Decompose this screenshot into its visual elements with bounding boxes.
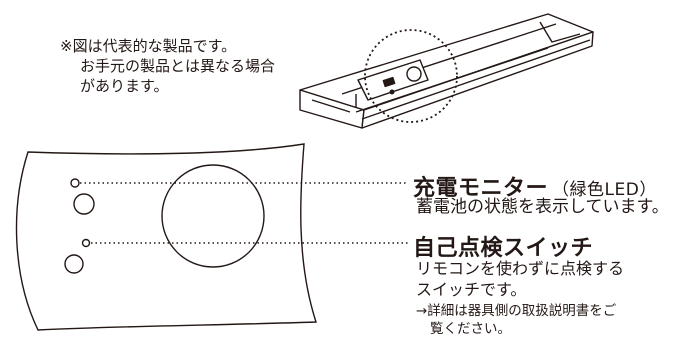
self-check-detail-line-2: 覧ください。 xyxy=(430,321,511,337)
note-line-2: お手元の製品とは異なる場合 xyxy=(80,57,276,75)
fixture-sketch xyxy=(299,13,594,129)
charge-monitor-title: 充電モニター xyxy=(413,176,549,201)
self-check-detail-line-1: →詳細は器具側の取扱説明書をご xyxy=(416,303,617,319)
charge-monitor-color-note: （緑色LED） xyxy=(552,180,657,200)
note-line-3: があります。 xyxy=(80,77,169,95)
monitor-led-ring xyxy=(73,193,95,215)
self-check-description-line-2: スイッチです。 xyxy=(416,280,527,299)
zoom-circle xyxy=(364,29,458,123)
switch-dot xyxy=(81,238,91,248)
self-check-detail-note: →詳細は器具側の取扱説明書をご 覧ください。 xyxy=(416,302,616,338)
representative-product-note: ※図は代表的な製品です。 お手元の製品とは異なる場合 があります。 xyxy=(60,36,275,96)
self-check-description-line-1: リモコンを使わずに点検する xyxy=(416,259,625,278)
note-line-1: ※図は代表的な製品です。 xyxy=(60,37,237,55)
charge-monitor-heading: 充電モニター（緑色LED） xyxy=(413,170,657,202)
self-check-title: 自己点検スイッチ xyxy=(413,236,594,261)
charge-monitor-description: 蓄電池の状態を表示しています。 xyxy=(416,197,669,217)
fixture-monitor-led xyxy=(406,66,422,82)
self-check-description: リモコンを使わずに点検する スイッチです。 xyxy=(416,258,624,300)
panel-lens xyxy=(161,164,265,268)
fixture-switch xyxy=(382,76,396,88)
switch-button xyxy=(64,254,84,274)
monitor-led-small xyxy=(70,178,80,188)
enlarged-panel xyxy=(15,143,317,331)
